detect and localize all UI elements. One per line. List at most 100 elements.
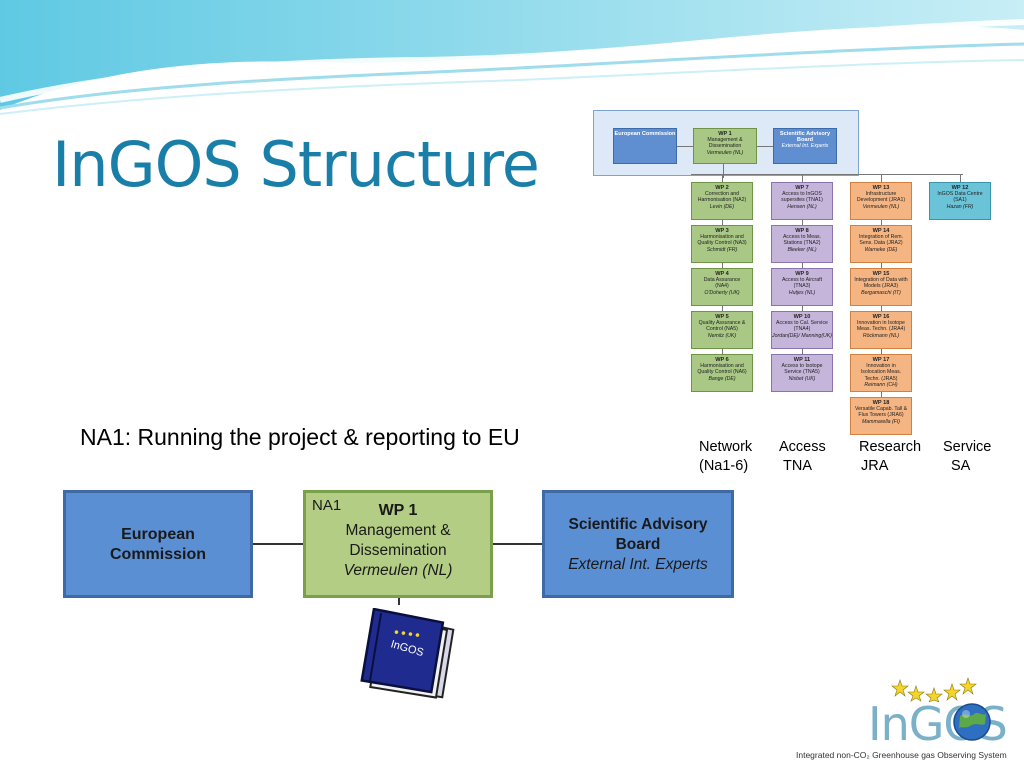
thumb-wp-line: (SA1) xyxy=(953,197,967,204)
thumb-wp-line: Isolocation Meas. xyxy=(860,369,902,376)
thumb-wp-lead: Bange (DE) xyxy=(708,375,736,382)
thumb-wp-lead: External Int. Experts xyxy=(781,143,829,150)
main-connector-right xyxy=(491,543,545,545)
thumb-wp-title: WP 4 xyxy=(715,271,729,277)
thumb-wp-line: Stations (TNA2) xyxy=(783,240,821,247)
thumb-wp-line: Harmonisation (NA2) xyxy=(697,197,747,204)
thumb-wp-lead: Reimann (CH) xyxy=(864,381,898,388)
box-line: Management & xyxy=(345,522,451,539)
globe-icon xyxy=(953,703,991,741)
thumb-wp-line: Correction and xyxy=(704,191,740,198)
thumb-wp-title: Scientific Advisory Board xyxy=(779,131,831,144)
thumb-wp-lead: Levin (DE) xyxy=(709,203,735,210)
thumb-wp-line: (TNA3) xyxy=(793,283,811,290)
thumb-connector xyxy=(723,164,724,178)
column-label-line: SA xyxy=(951,458,971,474)
thumb-wp-box: European Commission xyxy=(613,128,677,164)
logo-tagline: Integrated non-CO₂ Greenhouse gas Observ… xyxy=(796,750,1007,760)
sab-lead: External Int. Experts xyxy=(568,556,708,573)
thumb-wp-line: Access to Isotope xyxy=(781,363,823,370)
thumb-wp-line: Infrastructure xyxy=(865,191,897,198)
thumb-wp-title: WP 16 xyxy=(872,314,890,320)
thumb-wp-title: WP 10 xyxy=(793,314,811,320)
thumb-wp-title: WP 18 xyxy=(872,400,890,406)
header-wave xyxy=(0,0,1024,115)
thumb-wp-line: Harmonisation and xyxy=(700,234,744,241)
scientific-advisory-board-box: Scientific Advisory Board External Int. … xyxy=(542,490,734,598)
thumb-wp-line: Flux Towers (JRA6) xyxy=(858,412,904,419)
thumb-wp-lead: Nemitz (UK) xyxy=(707,332,737,339)
subtitle: NA1: Running the project & reporting to … xyxy=(80,424,520,450)
thumb-wp-lead: Bergamaschi (IT) xyxy=(861,289,901,296)
thumb-wp-line: Quality Control (NA3) xyxy=(697,240,747,247)
thumb-wp-lead: Röckmann (NL) xyxy=(862,332,900,339)
column-label-line: Network xyxy=(699,439,753,455)
column-label-line: JRA xyxy=(861,458,889,474)
thumb-wp-title: WP 11 xyxy=(793,357,811,363)
column-label-line: TNA xyxy=(783,458,812,474)
box-line: Commission xyxy=(109,546,206,563)
thumb-wp-line: Access to Meas. xyxy=(782,234,822,241)
main-connector-down xyxy=(398,597,400,605)
book-icon: InGOS xyxy=(360,608,455,699)
thumb-connector xyxy=(802,174,803,354)
thumb-wp-title: WP 9 xyxy=(795,271,809,277)
thumb-connector xyxy=(691,174,963,175)
column-label-network: Network (Na1-6) xyxy=(699,438,752,476)
column-label-line: Service xyxy=(943,439,992,455)
thumb-wp-line: Control (NA5) xyxy=(706,326,738,333)
thumb-wp-title: WP 7 xyxy=(795,185,809,191)
thumb-wp-line: Integration of Data with xyxy=(854,277,908,284)
wp1-lead: Vermeulen (NL) xyxy=(343,562,453,579)
column-label-access: Access TNA xyxy=(779,438,826,476)
thumb-wp-line: Sens. Data (JRA2) xyxy=(859,240,903,247)
thumb-wp-title: WP 8 xyxy=(795,228,809,234)
column-label-research: Research JRA xyxy=(859,438,921,476)
thumb-wp-line: Integration of Rem. xyxy=(858,234,904,241)
thumb-wp-line: supersites (TNA1) xyxy=(781,197,823,204)
box-line: Scientific Advisory xyxy=(568,516,708,533)
thumb-wp-line: Development (JRA1) xyxy=(856,197,906,204)
thumb-wp-lead: Mammarella (FI) xyxy=(861,418,901,425)
thumb-wp-line: (TNA4) xyxy=(793,326,811,333)
thumb-wp-lead: O'Doherty (UK) xyxy=(704,289,740,296)
column-label-line: Access xyxy=(779,439,826,455)
thumb-wp-title: WP 14 xyxy=(872,228,890,234)
thumb-wp-title: European Commission xyxy=(614,131,676,137)
box-line: Board xyxy=(615,536,661,553)
thumb-wp-title: WP 13 xyxy=(872,185,890,191)
thumb-wp-lead: Bleeker (NL) xyxy=(787,246,817,253)
column-label-service: Service SA xyxy=(943,438,991,476)
thumb-wp-line: (NA4) xyxy=(715,283,729,290)
thumb-wp-lead: Schmidt (FR) xyxy=(706,246,738,253)
thumb-wp-lead: Hazan (FR) xyxy=(946,203,974,210)
thumb-wp-line: Access to InGOS xyxy=(782,191,822,198)
thumb-connector xyxy=(960,174,961,182)
thumb-wp-line: Innovation in Isotope xyxy=(857,320,905,327)
column-label-line: Research xyxy=(859,439,922,455)
wp1-box: NA1 WP 1 Management & Dissemination Verm… xyxy=(303,490,493,598)
thumb-wp-line: Quality Control (NA6) xyxy=(697,369,747,376)
thumb-wp-line: Meas. Techn. (JRA4) xyxy=(856,326,906,333)
european-commission-box: European Commission xyxy=(63,490,253,598)
thumb-wp-line: Data Assurance xyxy=(703,277,741,284)
star-arc-icon xyxy=(891,677,977,702)
thumb-wp-line: Access to Cal. Service xyxy=(776,320,828,327)
thumb-wp-lead: Vermeulen (NL) xyxy=(862,203,900,210)
na1-tag: NA1 xyxy=(312,497,342,514)
slide-title: InGOS Structure xyxy=(52,128,540,201)
thumb-wp-line: Service (TNA5) xyxy=(784,369,820,376)
